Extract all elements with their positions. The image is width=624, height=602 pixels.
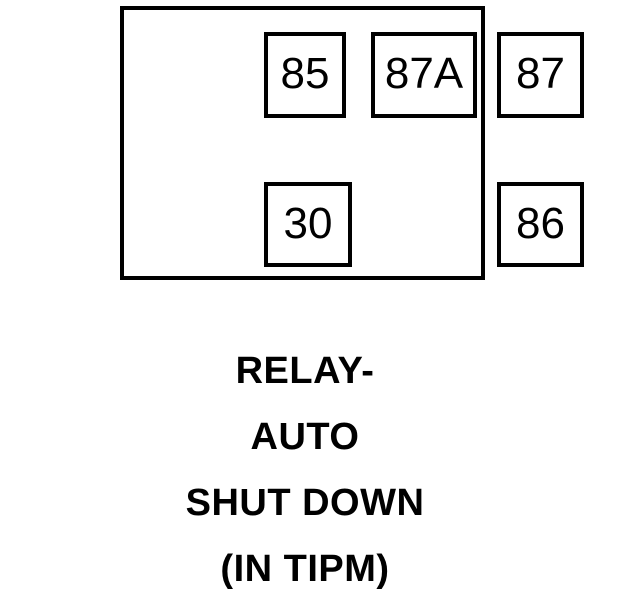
caption-line-4: (IN TIPM) bbox=[220, 548, 390, 590]
terminal-cavity-87a: 87A bbox=[371, 32, 477, 118]
terminal-label-85: 85 bbox=[280, 49, 330, 98]
terminal-cavity-87: 87 bbox=[497, 32, 584, 118]
terminal-cavity-30: 30 bbox=[264, 182, 352, 267]
terminal-label-87a: 87A bbox=[384, 49, 464, 98]
relay-connector-body: 85 87A 87 30 86 bbox=[120, 6, 584, 280]
terminal-cavity-85: 85 bbox=[264, 32, 346, 118]
terminal-label-30: 30 bbox=[283, 198, 333, 248]
caption-line-2: AUTO bbox=[250, 416, 360, 458]
terminal-cavity-86: 86 bbox=[497, 182, 584, 267]
caption-line-1: RELAY- bbox=[235, 350, 375, 392]
caption-line-3: SHUT DOWN bbox=[185, 482, 425, 524]
component-caption: RELAY- AUTO SHUT DOWN (IN TIPM) bbox=[0, 338, 610, 602]
terminal-label-87: 87 bbox=[516, 49, 565, 98]
terminal-label-86: 86 bbox=[516, 198, 565, 248]
